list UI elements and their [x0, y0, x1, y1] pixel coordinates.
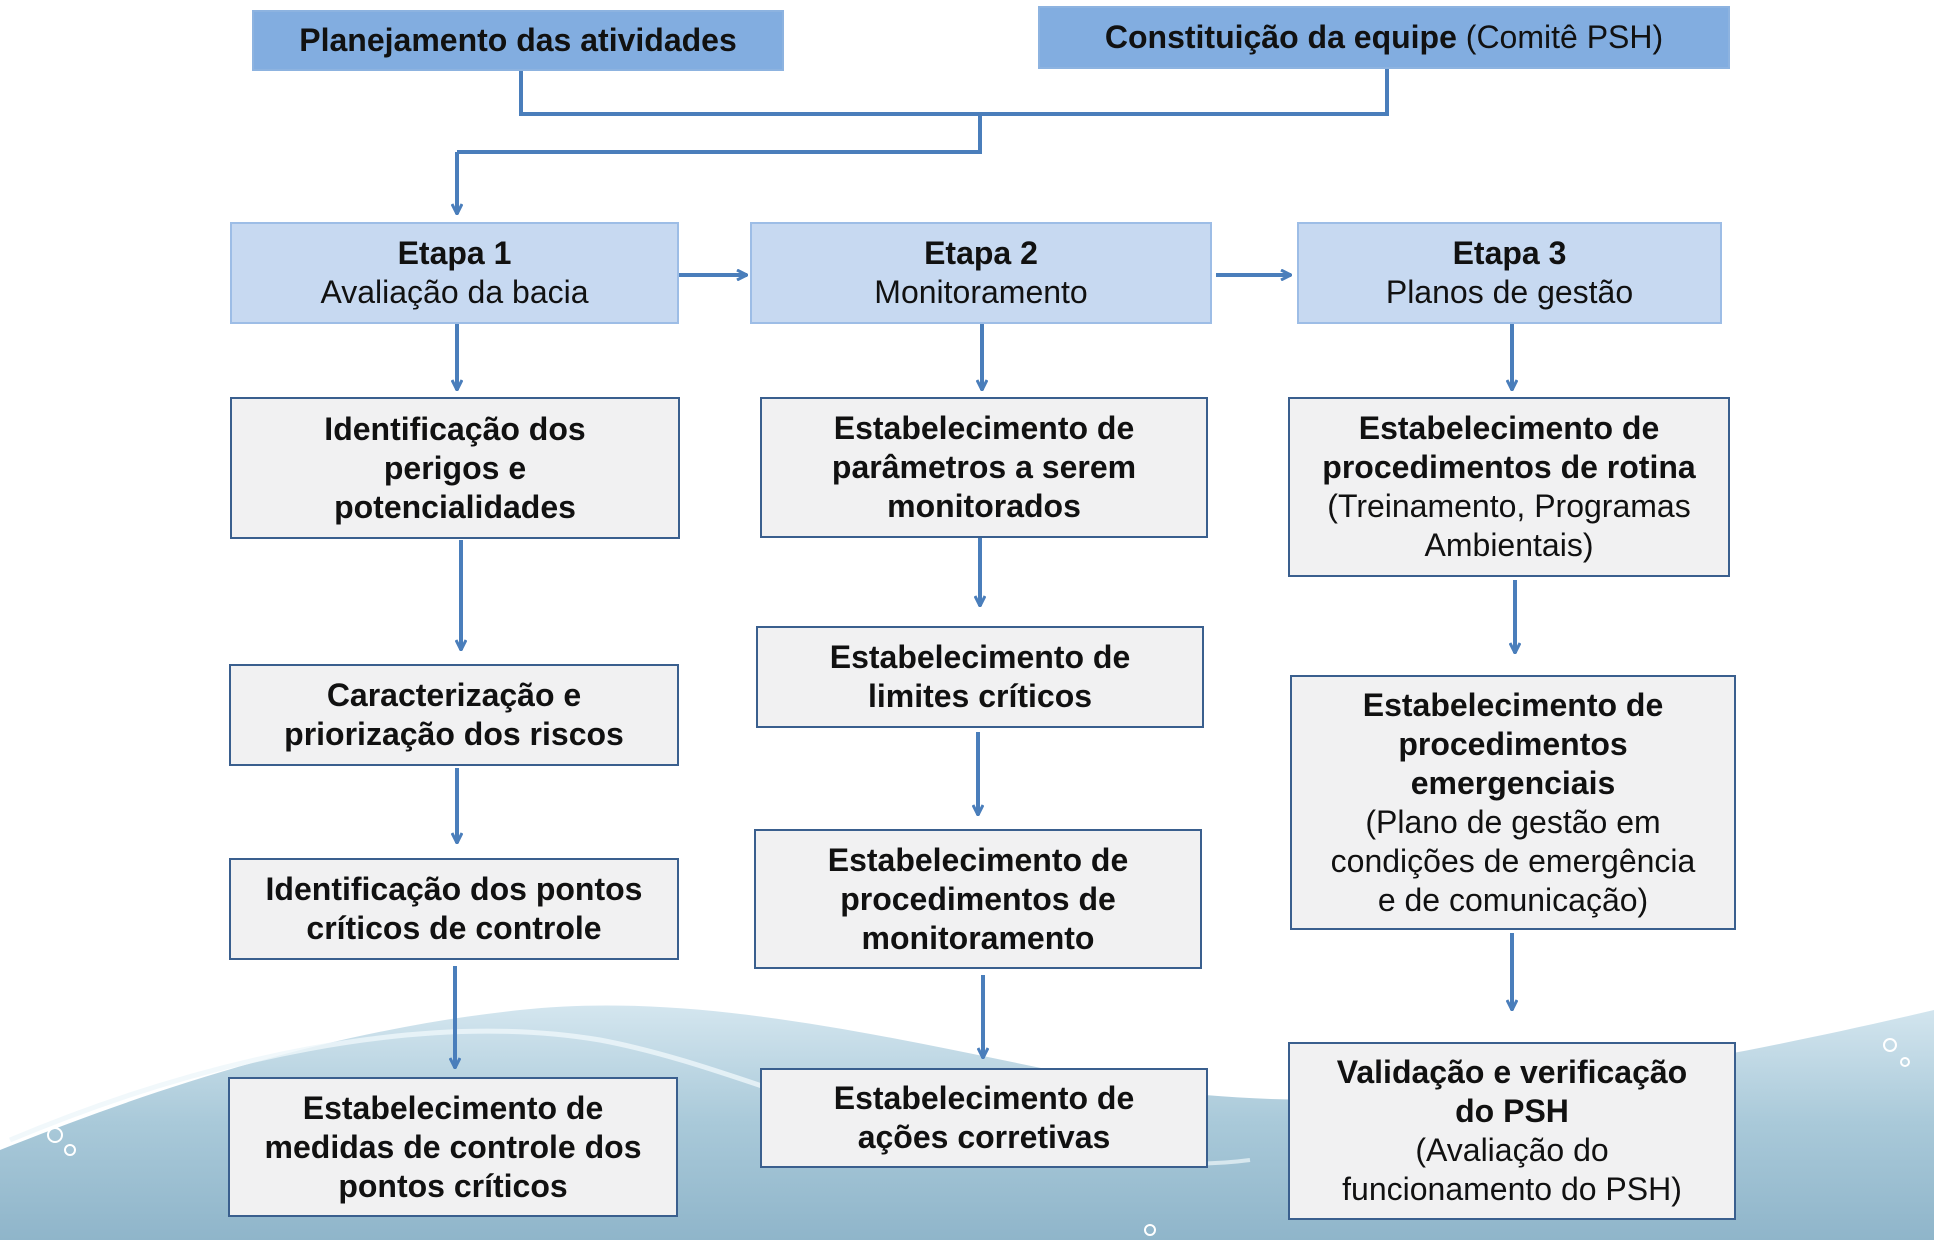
step-line: procedimentos de — [840, 880, 1116, 917]
step-psh-validation: Validação e verificação do PSH (Avaliaçã… — [1288, 1042, 1736, 1220]
step-line: Estabelecimento de — [833, 1080, 1135, 1116]
step-critical-limits: Estabelecimento de limites críticos — [756, 626, 1204, 728]
step-line: pontos críticos — [338, 1167, 568, 1204]
step-line: Ambientais) — [1424, 527, 1594, 563]
step-line: limites críticos — [867, 678, 1093, 714]
step-line: monitorados — [887, 488, 1081, 524]
step-line: (Plano de gestão em — [1365, 803, 1661, 840]
bubble — [64, 1144, 76, 1156]
step-hazard-identification: Identificação dos perigos e potencialida… — [230, 397, 680, 539]
step-line: medidas de controle dos — [264, 1128, 642, 1165]
step-line: e de comunicação) — [1377, 881, 1649, 918]
step-line: do PSH — [1455, 1093, 1569, 1129]
step-line: priorização dos riscos — [284, 716, 624, 752]
stage-3-title: Etapa 3 — [1452, 235, 1567, 271]
planning-label: Planejamento das atividades — [299, 22, 737, 58]
step-line: Estabelecimento de — [829, 639, 1131, 675]
stage-1-title: Etapa 1 — [397, 235, 512, 271]
team-box: Constituição da equipe (Comitê PSH) — [1038, 6, 1730, 69]
step-line: (Avaliação do — [1415, 1132, 1609, 1168]
step-control-measures: Estabelecimento de medidas de controle d… — [228, 1077, 678, 1217]
stage-1-subtitle: Avaliação da bacia — [320, 274, 589, 310]
bubble — [1144, 1224, 1156, 1236]
stage-2-title: Etapa 2 — [924, 235, 1038, 271]
step-line: potencialidades — [334, 488, 576, 525]
team-label-bold: Constituição da equipe — [1104, 19, 1457, 55]
step-line: parâmetros a serem — [831, 449, 1137, 485]
stage-3-box: Etapa 3 Planos de gestão — [1297, 222, 1722, 324]
step-line: procedimentos de rotina — [1322, 449, 1696, 485]
step-risk-prioritization: Caracterização e priorização dos riscos — [229, 664, 679, 766]
step-line: (Treinamento, Programas — [1327, 488, 1691, 524]
stage-2-subtitle: Monitoramento — [874, 274, 1088, 310]
bubble — [1883, 1038, 1897, 1052]
step-line: Estabelecimento de — [833, 410, 1135, 446]
step-line: Estabelecimento de — [827, 841, 1129, 878]
step-line: Identificação dos pontos — [265, 871, 643, 907]
step-line: Estabelecimento de — [1358, 410, 1660, 446]
team-label-note: (Comitê PSH) — [1465, 19, 1664, 55]
stage-1-box: Etapa 1 Avaliação da bacia — [230, 222, 679, 324]
bubble — [1900, 1057, 1910, 1067]
step-monitoring-procedures: Estabelecimento de procedimentos de moni… — [754, 829, 1202, 969]
step-line: Estabelecimento de — [1362, 686, 1664, 723]
bubble — [47, 1127, 63, 1143]
planning-box: Planejamento das atividades — [252, 10, 784, 71]
step-line: críticos de controle — [306, 910, 602, 946]
step-line: emergenciais — [1410, 764, 1616, 801]
stage-2-box: Etapa 2 Monitoramento — [750, 222, 1212, 324]
step-line: funcionamento do PSH) — [1342, 1171, 1682, 1207]
step-corrective-actions: Estabelecimento de ações corretivas — [760, 1068, 1208, 1168]
step-monitored-parameters: Estabelecimento de parâmetros a serem mo… — [760, 397, 1208, 538]
step-routine-procedures: Estabelecimento de procedimentos de roti… — [1288, 397, 1730, 577]
step-line: ações corretivas — [857, 1119, 1111, 1155]
step-line: Estabelecimento de — [302, 1089, 604, 1126]
team-label: Constituição da equipe (Comitê PSH) — [1105, 18, 1663, 57]
step-line: procedimentos — [1398, 725, 1628, 762]
step-line: Validação e verificação — [1336, 1054, 1688, 1090]
step-line: condições de emergência — [1330, 842, 1696, 879]
step-line: Identificação dos — [324, 410, 586, 447]
step-line: Caracterização e — [326, 677, 582, 713]
step-emergency-procedures: Estabelecimento de procedimentos emergen… — [1290, 675, 1736, 930]
step-line: monitoramento — [861, 919, 1095, 956]
step-line: perigos e — [383, 449, 527, 486]
step-critical-control-points: Identificação dos pontos críticos de con… — [229, 858, 679, 960]
stage-3-subtitle: Planos de gestão — [1385, 274, 1634, 310]
